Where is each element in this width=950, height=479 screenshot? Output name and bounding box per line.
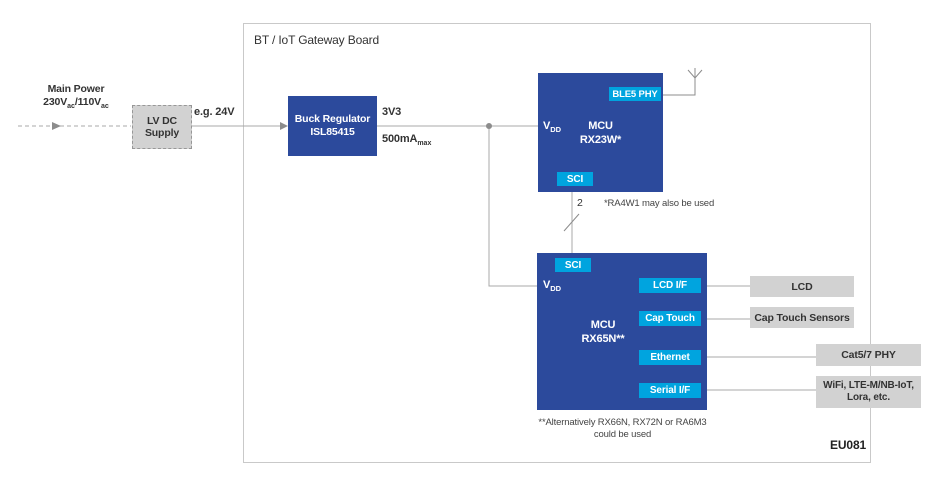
lvdc-line1: LV DC: [147, 115, 177, 127]
lvdc-line2: Supply: [144, 127, 180, 139]
board-title: BT / IoT Gateway Board: [254, 33, 379, 47]
mcu2-vdd-pin: VDD: [543, 279, 562, 294]
buck-title: Buck Regulator: [294, 113, 371, 125]
bus-width-label: 2: [577, 197, 583, 209]
antenna-icon: [663, 68, 703, 96]
cap-touch-badge: Cap Touch: [639, 311, 701, 326]
mcu1-vdd-pin: VDD: [543, 120, 562, 135]
gateway-board-outline: [243, 23, 871, 463]
diagram-code-label: EU081: [830, 438, 866, 452]
mcu1-sci-badge: SCI: [557, 172, 593, 186]
rx65n-footnote: **Alternatively RX66N, RX72N or RA6M3 co…: [538, 417, 707, 440]
buck-input-arrowhead: [280, 122, 288, 130]
lv-dc-supply-block: LV DC Supply: [132, 105, 192, 149]
lcd-if-badge: LCD I/F: [639, 278, 701, 293]
mcu2-name: MCU RX65N**: [581, 319, 625, 345]
vdd-branch-wire: [488, 126, 537, 287]
output-current-label: 500mAmax: [382, 133, 432, 148]
mcu2-sci-badge: SCI: [555, 258, 591, 272]
cat5-7-phy-peripheral: Cat5/7 PHY: [816, 344, 921, 366]
supply-voltage-label: e.g. 24V: [194, 106, 235, 118]
main-power-label: Main Power 230Vac/110Vac: [18, 83, 134, 113]
bus-width-slash: [563, 213, 580, 232]
output-voltage-label: 3V3: [382, 106, 402, 118]
cap-touch-sensors-peripheral: Cap Touch Sensors: [750, 307, 854, 328]
lcd-peripheral: LCD: [750, 276, 854, 297]
wireless-module-peripheral: WiFi, LTE-M/NB-IoT, Lora, etc.: [816, 376, 921, 408]
mains-arrowhead: [52, 122, 61, 130]
junction-dot: [486, 123, 492, 129]
main-power-line1: Main Power: [47, 83, 105, 95]
buck-regulator-block[interactable]: Buck Regulator ISL85415: [288, 96, 377, 156]
mcu1-name: MCU RX23W*: [579, 120, 622, 146]
serial-if-badge: Serial I/F: [639, 383, 701, 398]
buck-part-number: ISL85415: [310, 126, 355, 138]
mcu-rx65n-block[interactable]: SCI VDD MCU RX65N** LCD I/F Cap Touch Et…: [537, 253, 707, 410]
rx23w-footnote: *RA4W1 may also be used: [604, 198, 715, 209]
main-power-voltage: 230Vac/110Vac: [43, 96, 109, 111]
ethernet-badge: Ethernet: [639, 350, 701, 365]
ble5-phy-badge: BLE5 PHY: [609, 87, 661, 101]
mcu-rx23w-block[interactable]: BLE5 PHY VDD MCU RX23W* SCI: [538, 73, 663, 192]
